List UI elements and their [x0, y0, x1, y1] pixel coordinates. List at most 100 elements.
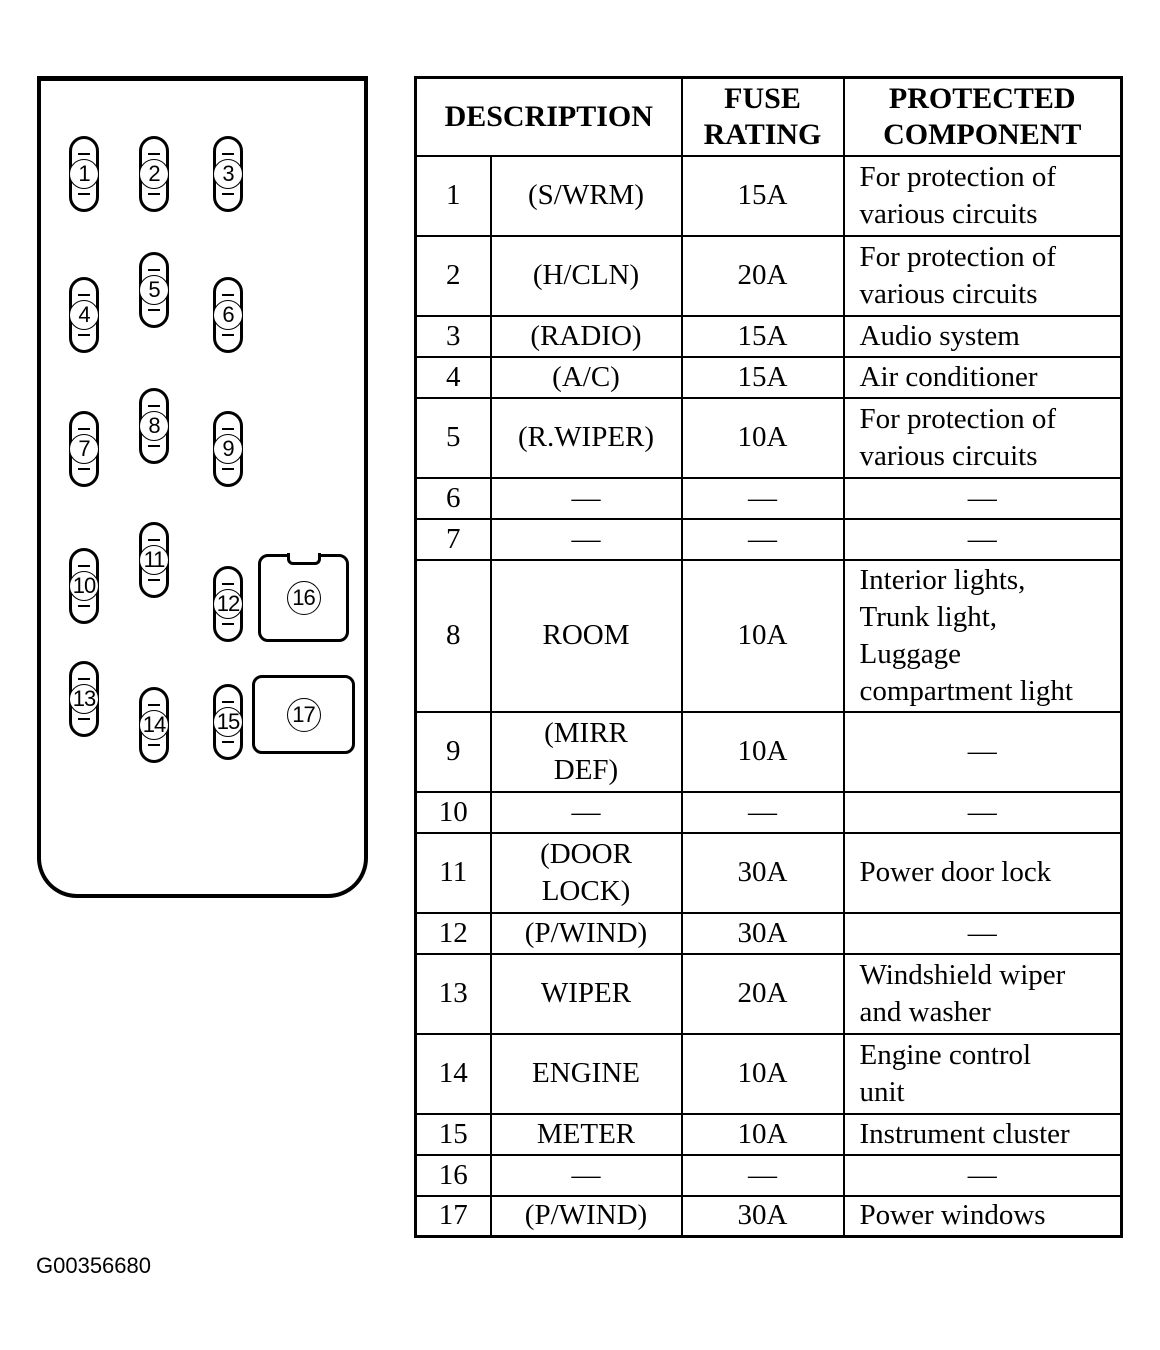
- fuse-slot-10: 10: [69, 548, 99, 624]
- fuse-number-14: 14: [139, 710, 169, 740]
- table-row: 9(MIRR DEF)10A—: [414, 710, 1123, 793]
- fuse-name-cell: —: [489, 517, 683, 561]
- fuse-number-cell: 10: [414, 790, 492, 834]
- protected-component-cell: Audio system: [842, 314, 1123, 358]
- fuse-slot-1: 1: [69, 136, 99, 212]
- protected-component-cell: —: [842, 476, 1123, 520]
- table-header-row: DESCRIPTION FUSE RATING PROTECTED COMPON…: [414, 76, 1123, 157]
- fuse-slot-5: 5: [139, 252, 169, 328]
- fuse-table: DESCRIPTION FUSE RATING PROTECTED COMPON…: [414, 76, 1123, 1238]
- fuse-number-11: 11: [139, 545, 169, 575]
- fuse-name-cell: (R.WIPER): [489, 396, 683, 479]
- protected-component-cell: Power door lock: [842, 831, 1123, 914]
- protected-component-cell: For protection of various circuits: [842, 396, 1123, 479]
- fuse-rating-cell: 15A: [680, 154, 845, 237]
- table-row: 16———: [414, 1153, 1123, 1197]
- header-protected-component: PROTECTED COMPONENT: [842, 76, 1123, 157]
- protected-component-cell: —: [842, 517, 1123, 561]
- fuse-name-cell: METER: [489, 1112, 683, 1156]
- fuse-name-cell: (MIRR DEF): [489, 710, 683, 793]
- fuse-number-cell: 5: [414, 396, 492, 479]
- fuse-number-8: 8: [139, 411, 169, 441]
- header-description: DESCRIPTION: [414, 76, 683, 157]
- protected-component-cell: Engine control unit: [842, 1032, 1123, 1115]
- fuse-number-cell: 9: [414, 710, 492, 793]
- fuse-slot-7: 7: [69, 411, 99, 487]
- fuse-rating-cell: —: [680, 476, 845, 520]
- fuse-name-cell: —: [489, 790, 683, 834]
- fuse-number-4: 4: [69, 300, 99, 330]
- table-row: 6———: [414, 476, 1123, 520]
- fuse-rating-cell: 15A: [680, 355, 845, 399]
- fuse-rating-cell: 10A: [680, 396, 845, 479]
- fuse-number-16: 16: [286, 581, 321, 615]
- fuse-number-1: 1: [69, 159, 99, 189]
- fuse-name-cell: (A/C): [489, 355, 683, 399]
- fuse-number-10: 10: [69, 571, 99, 601]
- fuse-name-cell: ROOM: [489, 558, 683, 713]
- figure-caption: G00356680: [36, 1253, 151, 1278]
- fuse-rating-cell: 10A: [680, 1032, 845, 1115]
- fuse-number-cell: 6: [414, 476, 492, 520]
- fuse-box-diagram: 1 2 3 4 5 6 7 8 9 10 11 12 13 14 15 16 1…: [37, 76, 368, 898]
- protected-component-cell: Air conditioner: [842, 355, 1123, 399]
- fuse-number-cell: 15: [414, 1112, 492, 1156]
- fuse-name-cell: —: [489, 1153, 683, 1197]
- fuse-number-cell: 7: [414, 517, 492, 561]
- fuse-rating-cell: 30A: [680, 831, 845, 914]
- fuse-name-cell: (DOOR LOCK): [489, 831, 683, 914]
- fuse-number-9: 9: [213, 434, 243, 464]
- table-row: 10———: [414, 790, 1123, 834]
- protected-component-cell: —: [842, 1153, 1123, 1197]
- protected-component-cell: —: [842, 911, 1123, 955]
- fuse-number-cell: 2: [414, 234, 492, 317]
- protected-component-cell: —: [842, 710, 1123, 793]
- fuse-rating-cell: 10A: [680, 1112, 845, 1156]
- fuse-number-15: 15: [213, 707, 243, 737]
- fuse-slot-9: 9: [213, 411, 243, 487]
- relay-notch: [286, 553, 321, 565]
- fuse-slot-15: 15: [213, 684, 243, 760]
- fuse-rating-cell: 10A: [680, 558, 845, 713]
- fuse-rating-cell: —: [680, 517, 845, 561]
- table-row: 12(P/WIND)30A—: [414, 911, 1123, 955]
- fuse-number-cell: 8: [414, 558, 492, 713]
- protected-component-cell: Instrument cluster: [842, 1112, 1123, 1156]
- fuse-rating-cell: 15A: [680, 314, 845, 358]
- fuse-slot-11: 11: [139, 522, 169, 598]
- fuse-rating-cell: 20A: [680, 952, 845, 1035]
- fuse-rating-cell: 30A: [680, 911, 845, 955]
- fuse-rating-cell: 20A: [680, 234, 845, 317]
- fuse-rating-cell: —: [680, 790, 845, 834]
- table-row: 7———: [414, 517, 1123, 561]
- fuse-rating-cell: 10A: [680, 710, 845, 793]
- fuse-number-5: 5: [139, 275, 169, 305]
- relay-slot-16: 16: [258, 553, 349, 642]
- fuse-number-13: 13: [69, 684, 99, 714]
- fuse-number-cell: 13: [414, 952, 492, 1035]
- fuse-name-cell: (P/WIND): [489, 1194, 683, 1238]
- fuse-number-7: 7: [69, 434, 99, 464]
- fuse-slot-4: 4: [69, 277, 99, 353]
- fuse-name-cell: (RADIO): [489, 314, 683, 358]
- header-fuse-rating: FUSE RATING: [680, 76, 845, 157]
- protected-component-cell: Power windows: [842, 1194, 1123, 1238]
- protected-component-cell: —: [842, 790, 1123, 834]
- fuse-slot-3: 3: [213, 136, 243, 212]
- fuse-name-cell: (H/CLN): [489, 234, 683, 317]
- protected-component-cell: For protection of various circuits: [842, 154, 1123, 237]
- fuse-number-cell: 16: [414, 1153, 492, 1197]
- fuse-slot-12: 12: [213, 566, 243, 642]
- fuse-rating-cell: 30A: [680, 1194, 845, 1238]
- fuse-name-cell: (S/WRM): [489, 154, 683, 237]
